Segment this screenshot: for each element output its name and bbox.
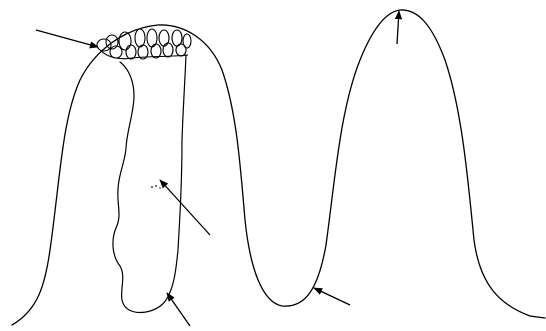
arrow-to-coils xyxy=(36,30,98,47)
arrow-to-right-hump-top xyxy=(397,11,399,44)
outer-wavy-outline xyxy=(12,10,545,325)
coiled-loops-cluster xyxy=(97,29,191,59)
arrow-to-inner-body xyxy=(160,180,210,235)
five-arrows xyxy=(36,11,399,326)
stipple-dots xyxy=(151,185,161,189)
arrow-to-inner-body-base xyxy=(167,293,190,326)
left-fold-inner-body xyxy=(113,55,186,313)
arrow-to-valley xyxy=(314,288,350,305)
